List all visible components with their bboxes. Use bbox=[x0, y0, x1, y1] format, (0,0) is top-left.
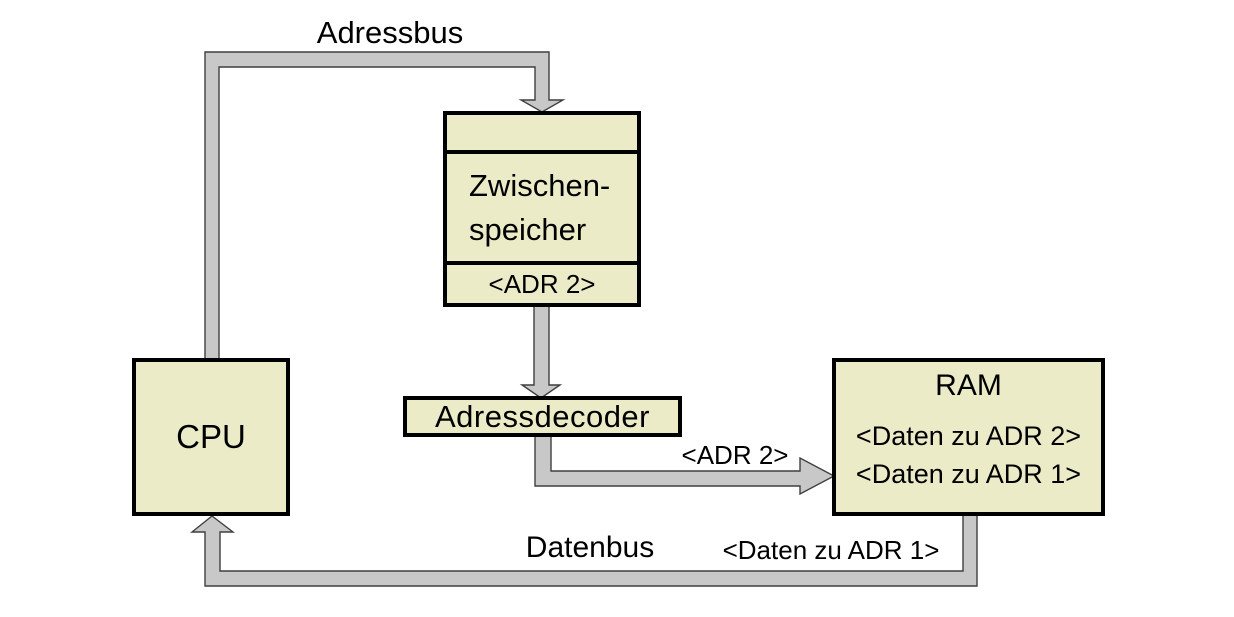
zwischenspeicher-label: Zwischen- speicher bbox=[447, 154, 637, 261]
decoder-to-ram-arrow bbox=[534, 434, 836, 496]
adressbus-label: Adressbus bbox=[316, 15, 464, 50]
adr2-bus-label: <ADR 2> bbox=[681, 440, 789, 470]
zwischenspeicher-label-line1: Zwischen- bbox=[469, 167, 611, 203]
datenbus-label: Datenbus bbox=[525, 531, 655, 564]
zwischenspeicher-box: Zwischen- speicher <ADR 2> bbox=[443, 111, 641, 307]
datenbus-payload-label: <Daten zu ADR 1> bbox=[722, 535, 940, 565]
adressbus-line bbox=[204, 51, 566, 363]
adressdecoder-box: Adressdecoder bbox=[403, 396, 682, 437]
zwischenspeicher-divider bbox=[447, 150, 637, 154]
zwischenspeicher-label-line2: speicher bbox=[469, 211, 587, 247]
ram-data-row-adr1: <Daten zu ADR 1> bbox=[855, 459, 1082, 489]
buffer-to-decoder-arrow bbox=[519, 304, 563, 399]
cpu-box: CPU bbox=[132, 358, 290, 516]
ram-box: RAM <Daten zu ADR 2> <Daten zu ADR 1> bbox=[832, 358, 1105, 516]
cpu-label: CPU bbox=[176, 418, 246, 455]
datenbus-line bbox=[190, 511, 978, 587]
zwischenspeicher-divider bbox=[447, 261, 637, 265]
adressdecoder-label: Adressdecoder bbox=[434, 398, 650, 434]
ram-data-row-adr2: <Daten zu ADR 2> bbox=[855, 421, 1082, 451]
zwischenspeicher-adr-slot: <ADR 2> bbox=[488, 268, 596, 299]
ram-title: RAM bbox=[935, 369, 1002, 402]
zwischenspeicher-top-section bbox=[447, 115, 637, 150]
